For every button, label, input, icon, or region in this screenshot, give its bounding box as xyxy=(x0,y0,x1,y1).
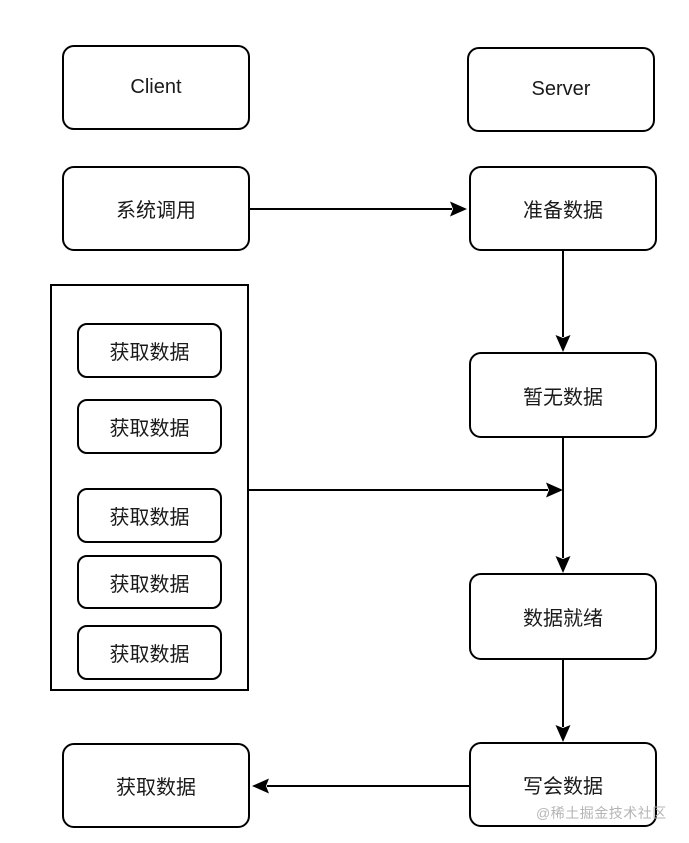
node-prepare-data: 准备数据 xyxy=(469,166,657,251)
node-fetch-data-final: 获取数据 xyxy=(62,743,250,828)
node-client: Client xyxy=(62,45,250,130)
arrow-data-ready-to-write-back xyxy=(555,660,571,742)
node-fetch-data-3: 获取数据 xyxy=(77,488,222,543)
node-write-back: 写会数据 xyxy=(469,742,657,827)
node-fetch-data-2: 获取数据 xyxy=(77,399,222,454)
node-system-call: 系统调用 xyxy=(62,166,250,251)
arrow-write-back-to-fetch-data xyxy=(252,778,469,794)
node-fetch-data-5: 获取数据 xyxy=(77,625,222,680)
watermark: @稀土掘金技术社区 xyxy=(536,805,667,821)
arrow-system-call-to-prepare-data xyxy=(250,201,467,217)
node-server: Server xyxy=(467,47,655,132)
node-fetch-data-1: 获取数据 xyxy=(77,323,222,378)
node-no-data: 暂无数据 xyxy=(469,352,657,438)
arrow-no-data-to-data-ready xyxy=(555,438,571,573)
arrow-prepare-data-to-no-data xyxy=(555,251,571,352)
arrow-fetch-group-to-connector xyxy=(249,482,563,498)
node-fetch-data-4: 获取数据 xyxy=(77,555,222,609)
node-data-ready: 数据就绪 xyxy=(469,573,657,660)
